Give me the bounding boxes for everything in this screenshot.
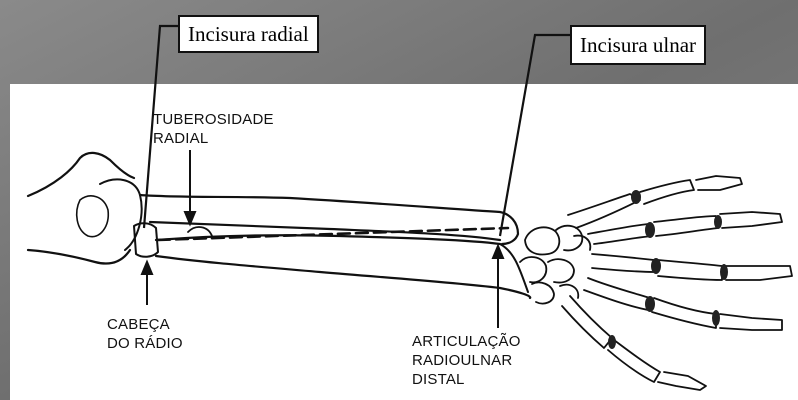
tuberosity-label: TUBEROSIDADE RADIAL [153, 110, 274, 148]
drj-label-line: DISTAL [412, 370, 521, 389]
drj-label-line: RADIOULNAR [412, 351, 521, 370]
radial-head-label: CABEÇA DO RÁDIO [107, 315, 183, 353]
radial-head-label-line: CABEÇA [107, 315, 183, 334]
ulnar-notch-callout: Incisura ulnar [570, 25, 706, 65]
drj-label-line: ARTICULAÇÃO [412, 332, 521, 351]
tuberosity-label-line: TUBEROSIDADE [153, 110, 274, 129]
tuberosity-label-line: RADIAL [153, 129, 274, 148]
drj-label: ARTICULAÇÃO RADIOULNAR DISTAL [412, 332, 521, 389]
radial-head-label-line: DO RÁDIO [107, 334, 183, 353]
radial-notch-callout: Incisura radial [178, 15, 319, 53]
